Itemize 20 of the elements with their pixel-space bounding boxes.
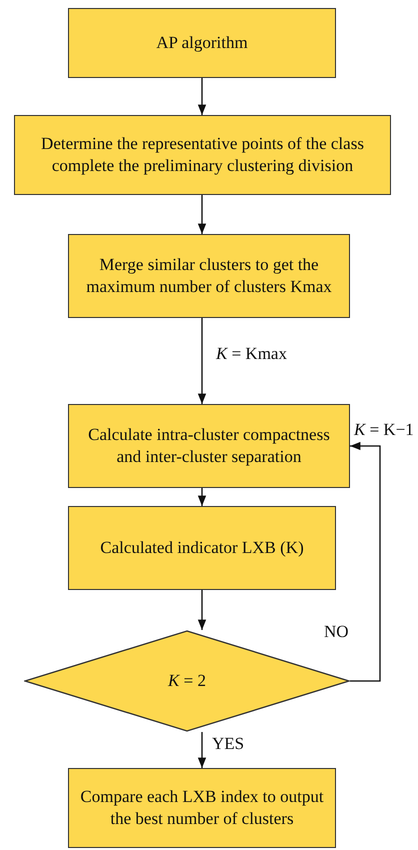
process-box bbox=[14, 115, 391, 195]
arrow bbox=[198, 488, 206, 506]
node-text: Compare each LXB index to output the best number of clusters bbox=[79, 786, 325, 830]
arrow bbox=[198, 590, 206, 630]
arrow bbox=[198, 195, 206, 234]
arrow bbox=[198, 318, 206, 404]
node-text: Determine the representative points of the class complete the preliminary clustering division bbox=[40, 132, 365, 177]
node-text: K = 2 bbox=[166, 670, 207, 692]
arrow bbox=[350, 442, 381, 682]
arrow bbox=[198, 78, 206, 115]
process-box bbox=[68, 404, 350, 488]
node-text: Merge similar clusters to get the maximum number of clusters Kmax bbox=[85, 254, 333, 298]
arrow bbox=[198, 732, 206, 768]
process-box bbox=[68, 768, 336, 848]
node-text: Calculate intra-cluster compactness and inter-cluster separation bbox=[87, 424, 331, 468]
process-box bbox=[68, 506, 336, 590]
node-text: Calculated indicator LXB (K) bbox=[99, 536, 305, 559]
node-text: AP algorithm bbox=[155, 32, 249, 54]
process-box bbox=[68, 8, 336, 78]
process-box bbox=[68, 234, 350, 318]
